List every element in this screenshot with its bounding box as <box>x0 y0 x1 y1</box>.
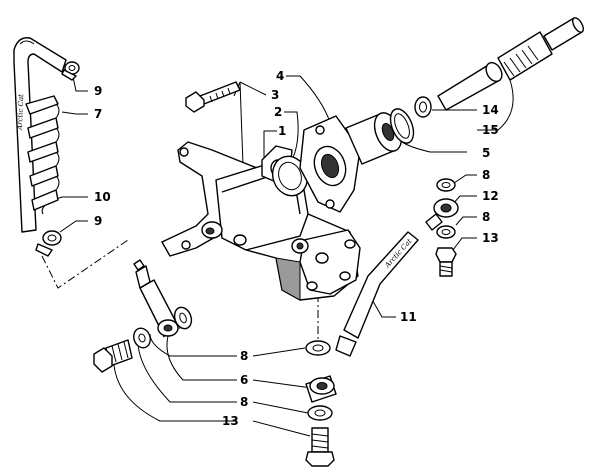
callout-9-bottom: 9 <box>94 214 102 228</box>
banjo-fitting-12 <box>425 198 459 231</box>
callout-4: 4 <box>276 69 284 83</box>
callout-8-right-upper: 8 <box>482 168 490 182</box>
washer-8-center-lower <box>307 405 333 421</box>
hose-clamp-top <box>61 61 80 81</box>
callout-8-right-lower: 8 <box>482 210 490 224</box>
callout-8-bottom-lower: 8 <box>240 395 248 409</box>
hose-left-print: Arctic Cat <box>16 94 25 131</box>
bolt-13-right <box>435 247 457 277</box>
callout-5: 5 <box>482 146 490 160</box>
washer-8-right-upper <box>436 178 456 192</box>
callout-3: 3 <box>271 88 279 102</box>
callout-9-top: 9 <box>94 84 102 98</box>
callout-8-bottom-upper: 8 <box>240 349 248 363</box>
banjo-fitting-6-center <box>305 375 337 403</box>
callout-11: 11 <box>400 310 417 324</box>
callout-2: 2 <box>274 105 282 119</box>
callout-7: 7 <box>94 107 102 121</box>
callout-13-right: 13 <box>482 231 499 245</box>
callout-15: 15 <box>482 123 499 137</box>
washer-8-center-upper <box>305 340 331 356</box>
callout-6: 6 <box>240 373 248 387</box>
callout-1: 1 <box>278 124 286 138</box>
oil-pump-bracket <box>161 141 263 257</box>
bolt-3 <box>185 81 241 113</box>
callout-labels: 1 2 3 4 5 6 7 8 8 8 8 9 9 10 11 12 13 13… <box>94 69 499 428</box>
callout-13-bottom: 13 <box>222 414 239 428</box>
oil-hose-left: Arctic Cat <box>13 37 67 233</box>
flange-4 <box>299 115 361 213</box>
drive-shaft-15 <box>437 17 584 111</box>
o-ring-5 <box>389 108 415 144</box>
washer-14 <box>414 96 432 118</box>
pump-drive-tube <box>345 112 403 165</box>
hose-clamp-bottom <box>35 230 62 257</box>
callout-10: 10 <box>94 190 111 204</box>
banjo-fitting-6-left <box>133 259 179 337</box>
washer-8-left-a <box>173 306 193 330</box>
callout-12: 12 <box>482 189 499 203</box>
washer-8-right-lower <box>436 225 456 239</box>
washer-8-left-b <box>133 327 151 349</box>
bolt-13-center <box>305 427 335 467</box>
callout-14: 14 <box>482 103 499 117</box>
spiral-wrap <box>25 95 60 211</box>
bolt-13-left <box>93 339 133 373</box>
